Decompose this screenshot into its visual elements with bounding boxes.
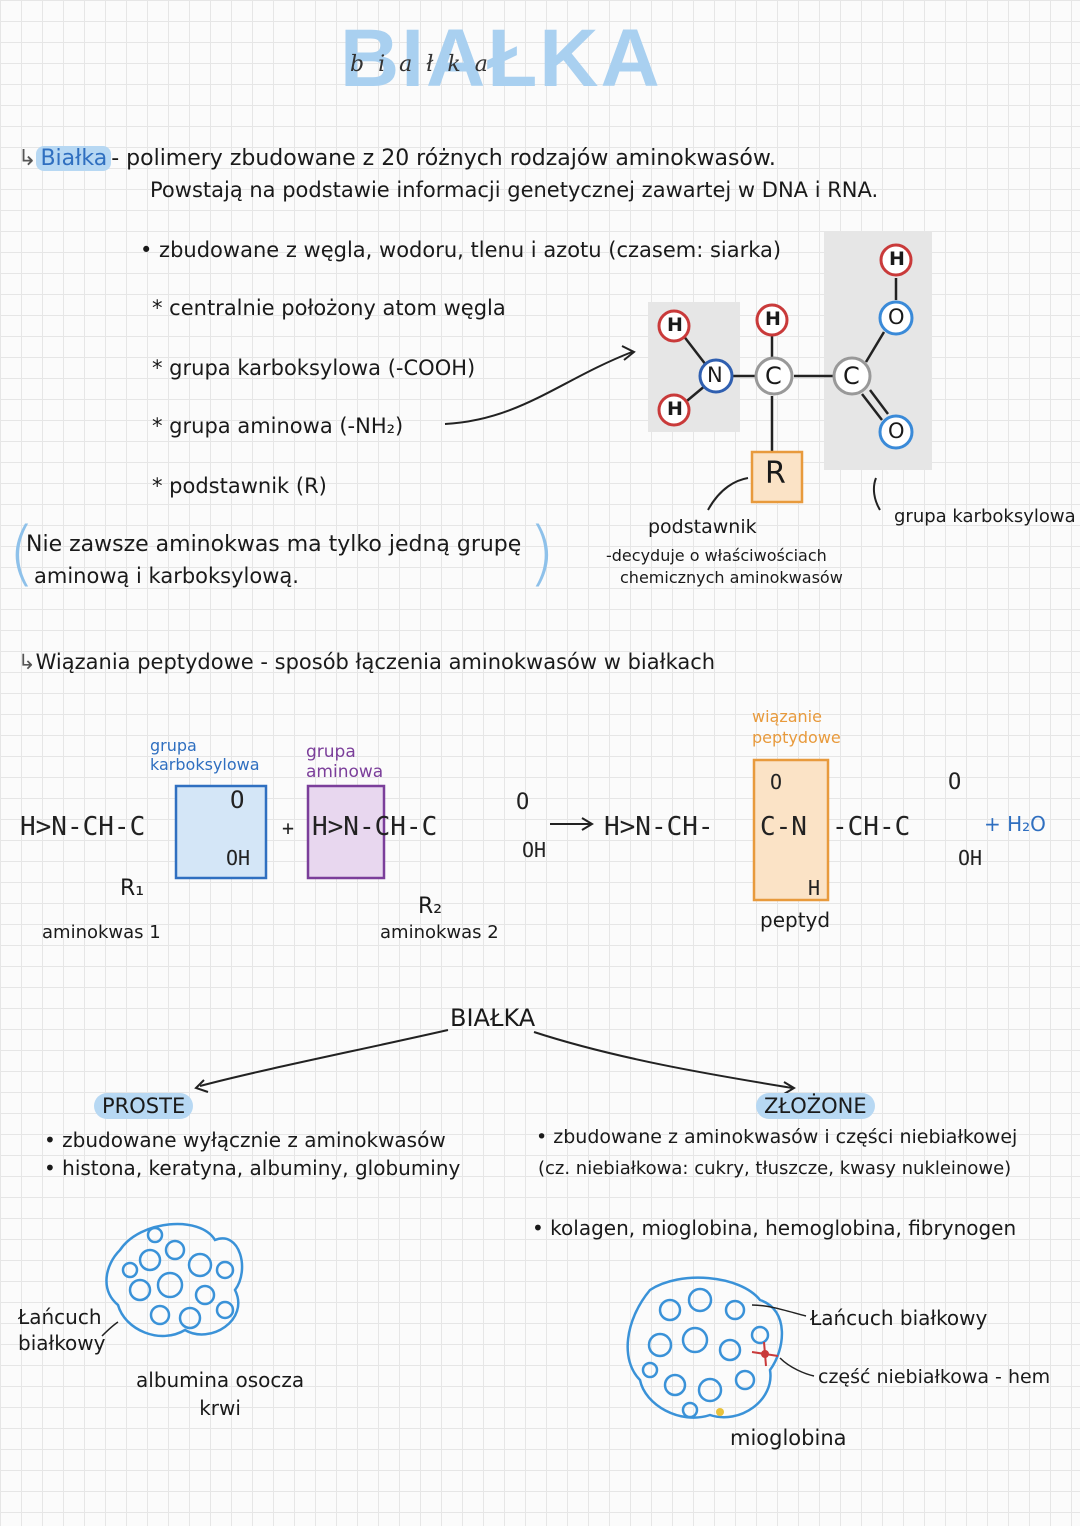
simple-proteins-line2: • histona, keratyna, albuminy, globuminy — [44, 1156, 461, 1180]
pointer-arrow — [444, 351, 633, 425]
atom-label-r: R — [765, 456, 786, 491]
formula-o1: O — [230, 786, 245, 814]
complex-proteins-line2: (cz. niebiałkowa: cukry, tłuszcze, kwasy… — [538, 1158, 1012, 1179]
formula-peptide-right: -CH-C — [832, 812, 911, 842]
alpha-carbon-atom — [754, 356, 794, 396]
arrow-to-complex — [533, 1031, 793, 1089]
formula-amino1: H>N-CH-C — [20, 812, 146, 842]
atom-label-c1: C — [765, 362, 782, 390]
heme-label: część niebiałkowa - hem — [818, 1366, 1051, 1388]
peptide-bond-box — [752, 758, 830, 902]
atom-label-h3: H — [765, 308, 781, 330]
atom-label-o2: O — [888, 419, 905, 443]
bracket-close: ) — [528, 512, 556, 594]
bullet-substituent: * podstawnik (R) — [152, 474, 327, 498]
label-peptide: peptyd — [760, 908, 831, 932]
bullet-amino: * grupa aminowa (-NH₂) — [152, 414, 404, 438]
formula-o3: O — [948, 770, 962, 795]
myoglobin-caption: mioglobina — [730, 1426, 847, 1450]
formula-r1: R₁ — [120, 876, 145, 901]
bullet-central-carbon: * centralnie położony atom węgla — [152, 296, 506, 320]
atom-label-n: N — [707, 363, 723, 387]
formula-oh1: OH — [226, 846, 251, 870]
label-substituent-line2: chemicznych aminokwasów — [620, 568, 843, 587]
atom-label-o1: O — [888, 305, 905, 329]
formula-r2: R₂ — [418, 894, 443, 919]
nitrogen-atom — [698, 358, 734, 394]
heme-illustration — [716, 1341, 779, 1416]
complex-proteins-line3: • kolagen, mioglobina, hemoglobina, fibr… — [532, 1216, 1017, 1240]
oxygen-atom-2 — [878, 414, 914, 450]
formula-peptide-h: H — [808, 876, 821, 900]
hydrogen-atom-3 — [755, 303, 789, 337]
page-title: BIAŁKA — [340, 13, 662, 104]
arrow-marker: ↳ — [18, 146, 37, 171]
formula-o2: O — [516, 790, 530, 815]
definition-term: Białka — [36, 146, 112, 171]
note-line-1: Nie zawsze aminokwas ma tylko jedną grup… — [26, 532, 522, 557]
albumin-protein-illustration — [105, 1222, 244, 1338]
formula-oh2: OH — [522, 838, 547, 862]
label-substituent-line1: -decyduje o właściwościach — [606, 546, 827, 565]
classification-root: BIAŁKA — [450, 1004, 536, 1032]
definition-line-1: ↳Białka- polimery zbudowane z 20 różnych… — [18, 146, 776, 171]
carboxyl-group-box — [824, 232, 932, 470]
complex-proteins-title: ZŁOŻONE — [756, 1093, 875, 1119]
carboxyl-highlight-box — [174, 784, 268, 880]
formula-plus: + — [282, 816, 295, 840]
formula-amino2: H>N-CH-C — [312, 812, 438, 842]
bracket-open: ( — [8, 512, 36, 594]
atom-label-c2: C — [843, 362, 860, 390]
bullet-carboxyl: * grupa karboksylowa (-COOH) — [152, 356, 476, 380]
amino-highlight-box — [306, 784, 386, 880]
label-substituent-title: podstawnik — [648, 516, 757, 538]
formula-peptide-left: H>N-CH- — [604, 812, 714, 842]
atom-label-h2: H — [667, 398, 683, 420]
label-amino-acid-2: aminokwas 2 — [380, 922, 499, 943]
hydrogen-atom-1 — [657, 309, 691, 343]
page-title-handwritten: białka — [350, 52, 502, 77]
formula-peptide-bond: C-N — [760, 812, 807, 842]
oxygen-atom-1 — [878, 300, 914, 336]
atom-label-h1: H — [667, 314, 683, 336]
atom-label-h4: H — [889, 248, 905, 270]
formula-oh3: OH — [958, 846, 983, 870]
peptide-heading: ↳Wiązania peptydowe - sposób łączenia am… — [18, 650, 716, 674]
hydrogen-atom-2 — [657, 393, 691, 427]
water-product: + H₂O — [984, 812, 1046, 836]
composition-line: • zbudowane z węgla, wodoru, tlenu i azo… — [140, 238, 782, 262]
note-line-2: aminową i karboksylową. — [34, 564, 299, 588]
hydrogen-atom-4 — [879, 243, 913, 277]
carboxyl-carbon-atom — [832, 356, 872, 396]
substituent-box — [750, 450, 804, 504]
formula-peptide-o: O — [770, 770, 783, 794]
complex-chain-label: Łańcuch białkowy — [810, 1306, 988, 1330]
label-amino-acid-1: aminokwas 1 — [42, 922, 161, 943]
complex-proteins-line1: • zbudowane z aminokwasów i części niebi… — [536, 1126, 1018, 1148]
label-carboxyl-group: grupa karboksylowa — [894, 506, 1076, 527]
simple-proteins-line1: • zbudowane wyłącznie z aminokwasów — [44, 1128, 446, 1152]
arrow-to-simple — [199, 1029, 449, 1087]
simple-proteins-title: PROSTE — [94, 1093, 194, 1119]
myoglobin-protein-illustration — [626, 1276, 784, 1419]
definition-text: - polimery zbudowane z 20 różnych rodzaj… — [111, 146, 776, 171]
definition-line-2: Powstają na podstawie informacji genetyc… — [150, 178, 879, 202]
